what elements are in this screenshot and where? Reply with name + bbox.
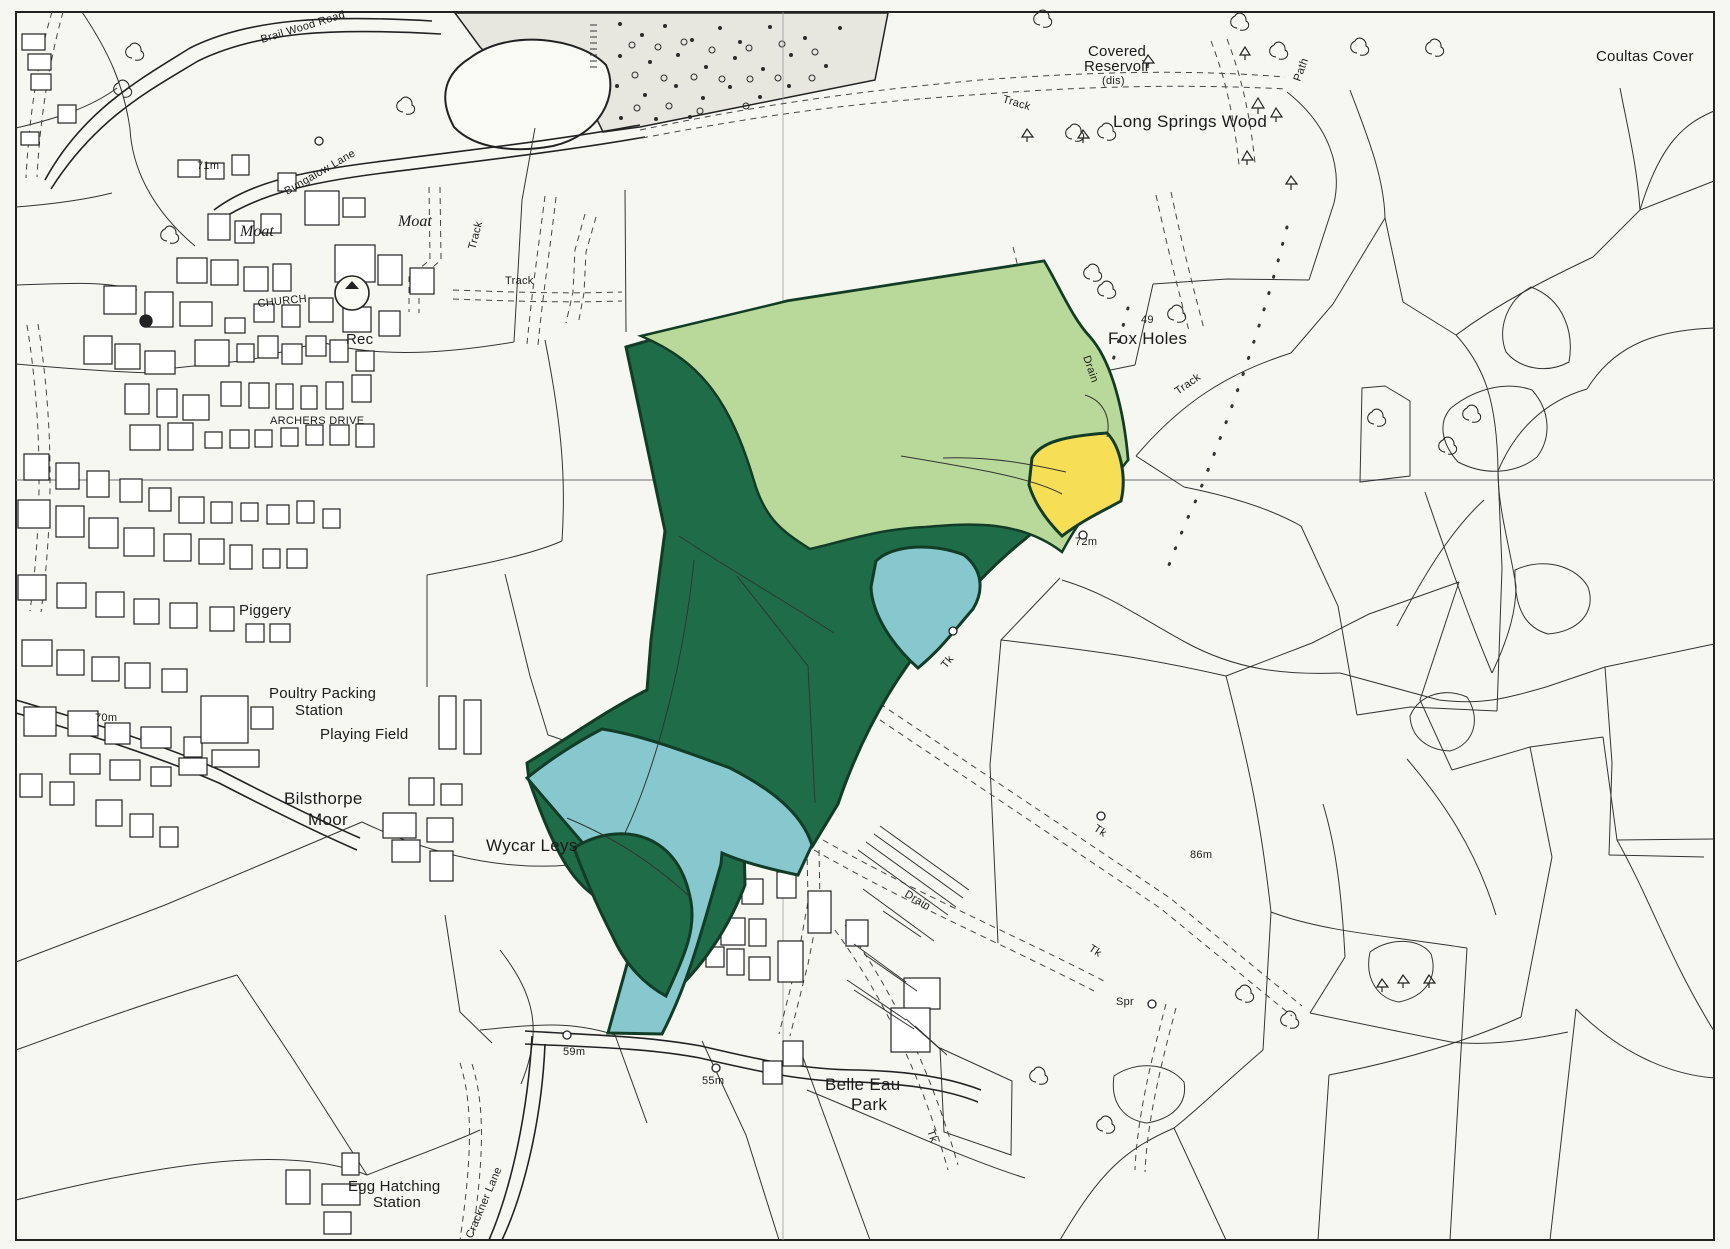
label-piggery: Piggery	[239, 602, 292, 619]
conifer-icon	[1020, 45, 1437, 992]
label-elevation-71: 71m	[197, 160, 219, 172]
label-elevation-59: 59m	[563, 1046, 585, 1058]
map-border	[15, 11, 1715, 1241]
label-moat-left: Moat	[239, 223, 274, 240]
label-park: Park	[851, 1095, 887, 1114]
label-poultry-station: Station	[295, 702, 343, 719]
label-elevation-49: 49	[1141, 314, 1154, 326]
label-elevation-86: 86m	[1190, 849, 1212, 861]
label-long-springs-wood: Long Springs Wood	[1113, 112, 1267, 131]
label-playing-field: Playing Field	[320, 726, 408, 743]
label-coultas-cover: Coultas Cover	[1596, 48, 1694, 65]
church-icon	[334, 275, 370, 311]
label-wycar-leys: Wycar Leys	[486, 836, 578, 855]
field-lines	[15, 11, 1715, 1241]
blue-zone-upper	[869, 545, 982, 670]
dark-green-subzone	[572, 832, 694, 999]
label-egg-station: Station	[373, 1194, 421, 1211]
label-reservoir: Reservoir	[1084, 58, 1150, 75]
label-belle-eau: Belle Eau	[825, 1075, 900, 1094]
label-poultry-packing: Poultry Packing	[269, 685, 376, 702]
label-covered: Covered	[1088, 43, 1146, 60]
label-archers-drive: ARCHERS DRIVE	[270, 415, 364, 427]
label-moat-right: Moat	[397, 213, 432, 230]
label-bilsthorpe: Bilsthorpe	[284, 789, 363, 808]
label-track-middle: Track	[505, 275, 534, 287]
label-spr: Spr	[1116, 996, 1134, 1008]
label-rec: Rec	[346, 331, 374, 348]
label-egg-hatching: Egg Hatching	[348, 1178, 440, 1195]
light-green-zone	[636, 259, 1130, 554]
study-area-zones	[524, 259, 1130, 1036]
tree-icon	[113, 9, 1482, 1134]
label-reservoir-dis: (dis)	[1102, 75, 1125, 87]
spot-markers	[139, 136, 1157, 1073]
village-buildings	[17, 33, 970, 1235]
label-elevation-72: 72m	[1075, 536, 1097, 548]
yellow-zone	[1027, 431, 1125, 538]
label-tk-bottom: Tk	[924, 1128, 940, 1144]
label-elevation-70: 70m	[95, 712, 117, 724]
label-moor: Moor	[308, 810, 348, 829]
label-elevation-55: 55m	[702, 1075, 724, 1087]
woodland-area	[444, 12, 889, 151]
label-church: CHURCH	[257, 293, 307, 310]
label-fox-holes: Fox Holes	[1108, 329, 1187, 348]
